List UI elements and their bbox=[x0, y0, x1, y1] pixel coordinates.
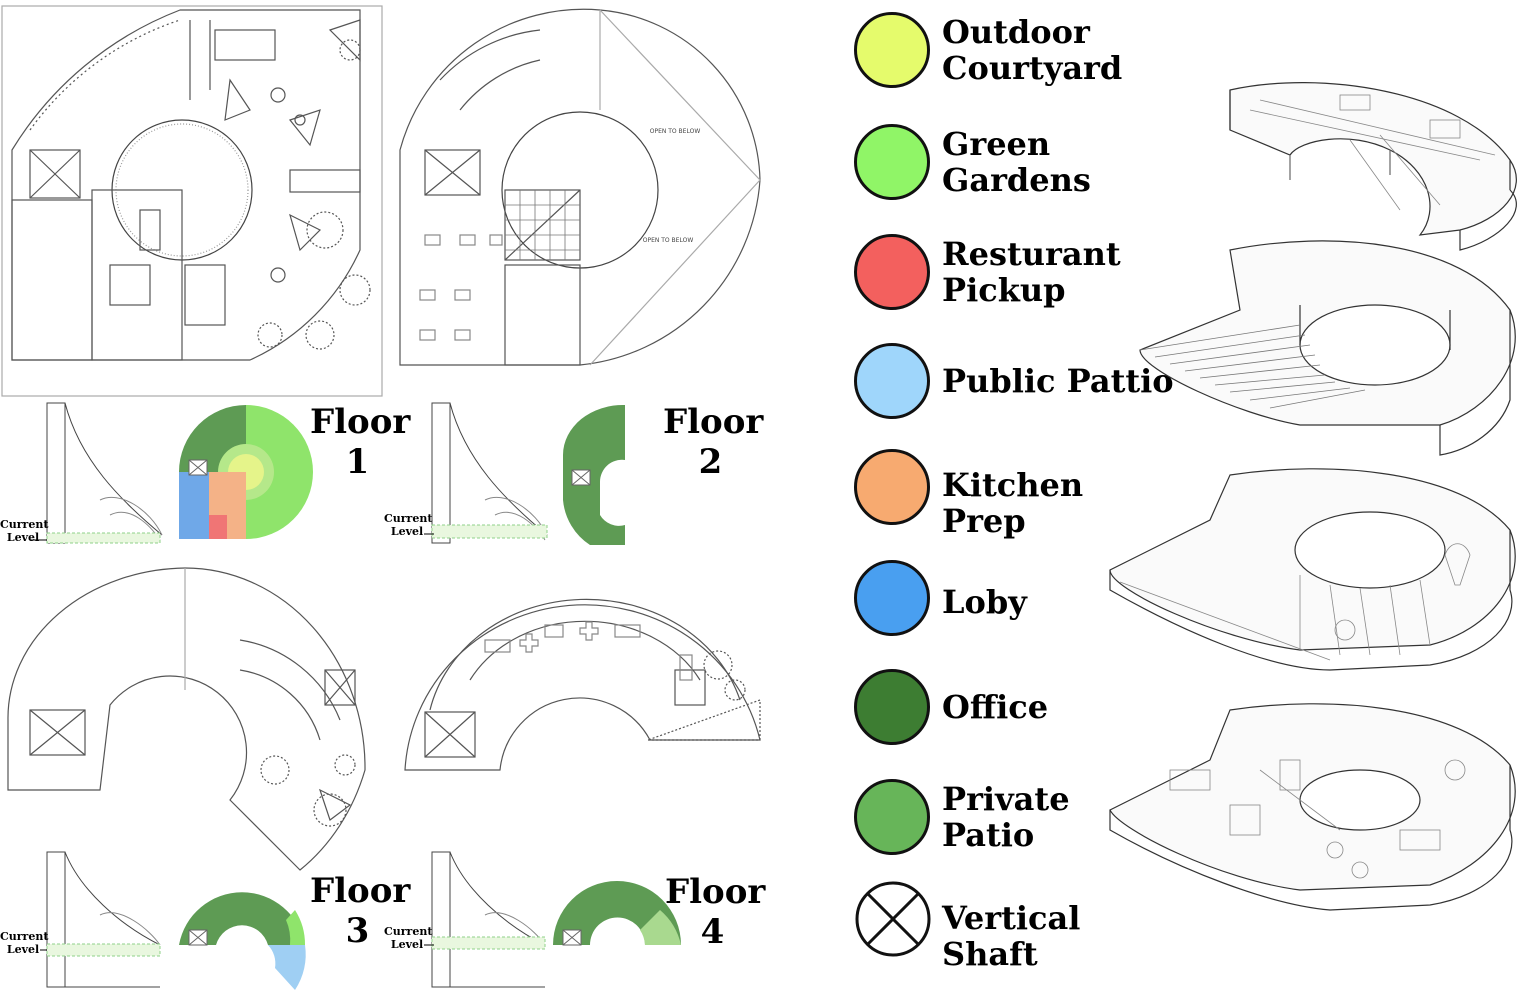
floor-4-plan bbox=[404, 598, 761, 771]
lobby-swatch-icon bbox=[854, 560, 930, 636]
legend-item-green-gardens: Green Gardens bbox=[854, 124, 1174, 204]
zone-green-gardens bbox=[246, 405, 313, 539]
floor-number: 2 bbox=[698, 442, 723, 482]
current-level-label-floor-2: Current Level bbox=[384, 512, 433, 538]
legend-label: Office bbox=[942, 688, 1049, 726]
floor-number: 3 bbox=[345, 911, 370, 951]
private-patio-swatch-icon bbox=[854, 779, 930, 855]
legend-item-kitchen-prep: Kitchen Prep bbox=[854, 449, 1174, 539]
green-gardens-swatch-icon bbox=[854, 124, 930, 200]
floor-title: Floor bbox=[663, 402, 764, 442]
open-to-below-label-2: OPEN TO BELOW bbox=[643, 237, 694, 244]
legend-item-public-patio: Public Pattio bbox=[854, 343, 1174, 423]
isometric-floor-2 bbox=[1109, 468, 1516, 671]
section-elevation-floor-3 bbox=[40, 851, 161, 988]
floor-4-label: Floor 4 bbox=[665, 872, 765, 952]
legend-label: Loby bbox=[942, 583, 1027, 621]
restaurant-pickup-swatch-icon bbox=[854, 234, 930, 310]
floor-1-label: Floor 1 bbox=[310, 402, 410, 482]
legend-item-private-patio: Private Patio bbox=[854, 779, 1174, 859]
legend-label: Vertical Shaft bbox=[942, 899, 1081, 973]
legend-item-office: Office bbox=[854, 669, 1174, 749]
legend-item-outdoor-courtyard: Outdoor Courtyard bbox=[854, 12, 1174, 92]
zoning-diagram-floor-2 bbox=[563, 404, 625, 545]
legend-label: Outdoor Courtyard bbox=[942, 13, 1123, 87]
legend-label: Kitchen Prep bbox=[942, 466, 1084, 540]
floor-number: 1 bbox=[345, 442, 370, 482]
legend-label: Resturant Pickup bbox=[942, 235, 1121, 309]
floor-title: Floor bbox=[665, 872, 766, 912]
section-elevation-floor-2 bbox=[424, 402, 548, 544]
legend-label: Public Pattio bbox=[942, 362, 1174, 400]
current-level-label-floor-1: Current Level bbox=[0, 518, 49, 544]
floor-title: Floor bbox=[310, 402, 411, 442]
zoning-diagram-floor-3 bbox=[179, 892, 306, 990]
x-circle-icon bbox=[855, 881, 931, 957]
open-to-below-label-1: OPEN TO BELOW bbox=[650, 128, 701, 135]
floor-2-plan: OPEN TO BELOW OPEN TO BELOW bbox=[399, 8, 761, 366]
current-level-label-floor-4: Current Level bbox=[384, 925, 433, 951]
floor-3-label: Floor 3 bbox=[310, 871, 410, 951]
zone-restaurant-pickup bbox=[209, 515, 227, 539]
isometric-floor-1 bbox=[1109, 703, 1516, 911]
kitchen-prep-swatch-icon bbox=[854, 449, 930, 525]
legend-label: Private Patio bbox=[942, 780, 1070, 854]
floor-2-label: Floor 2 bbox=[663, 402, 763, 482]
current-level-label-floor-3: Current Level bbox=[0, 930, 49, 956]
legend-label: Green Gardens bbox=[942, 125, 1091, 199]
floor-plans-drawing: OPEN TO BELOW OPEN TO BELOW bbox=[1, 5, 761, 990]
legend-item-vertical-shaft: Vertical Shaft bbox=[854, 880, 1174, 972]
zoning-diagram-floor-1 bbox=[179, 405, 313, 539]
public-patio-swatch-icon bbox=[854, 343, 930, 419]
isometric-floor-3 bbox=[1139, 240, 1516, 456]
isometric-floor-4 bbox=[1229, 82, 1517, 251]
legend-item-restaurant-pickup: Resturant Pickup bbox=[854, 234, 1174, 314]
floor-3-plan bbox=[7, 567, 366, 871]
section-elevation-floor-1 bbox=[30, 402, 163, 544]
isometric-floor-stack bbox=[1109, 82, 1517, 911]
zoning-diagram-floor-4 bbox=[553, 881, 681, 946]
section-elevation-floor-4 bbox=[424, 851, 546, 988]
floor-number: 4 bbox=[700, 912, 725, 952]
floor-1-plan bbox=[1, 5, 383, 397]
legend-item-lobby: Loby bbox=[854, 560, 1174, 640]
outdoor-courtyard-swatch-icon bbox=[854, 12, 930, 88]
floor-title: Floor bbox=[310, 871, 411, 911]
zone-lobby bbox=[179, 472, 209, 539]
office-swatch-icon bbox=[854, 669, 930, 745]
